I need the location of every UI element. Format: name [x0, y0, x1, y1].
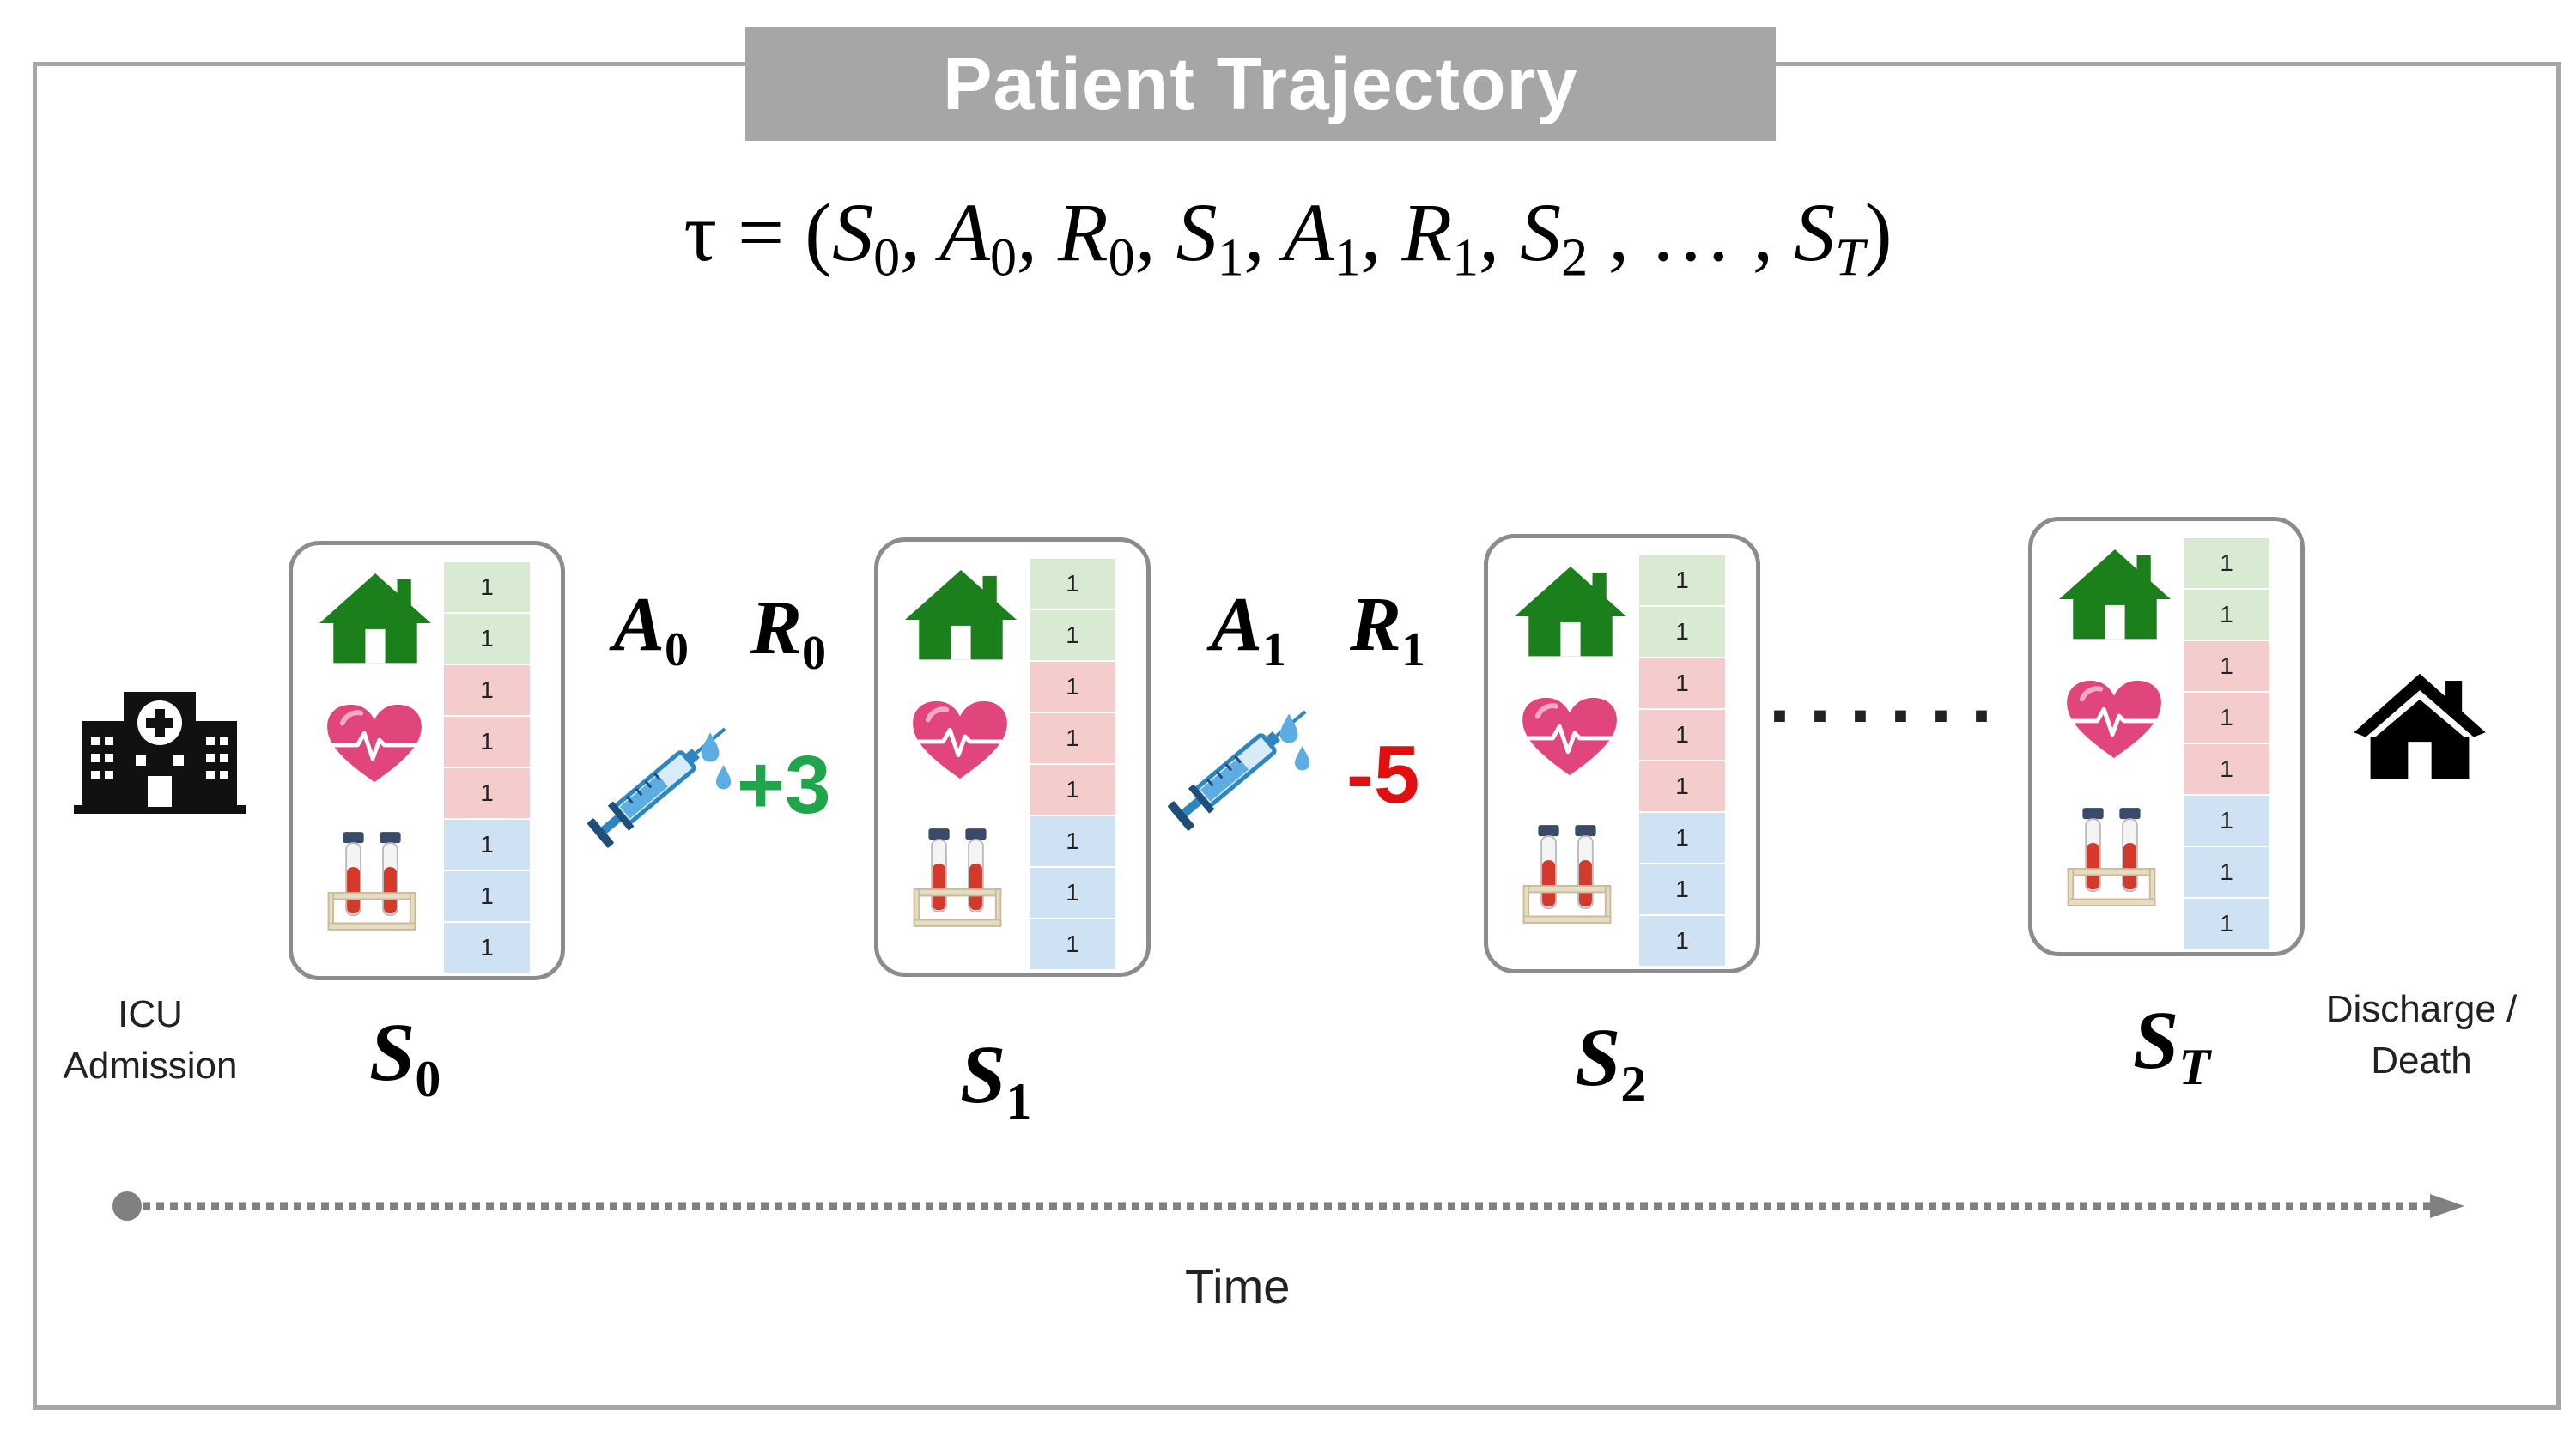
- heart-icon: [909, 698, 1011, 782]
- feature-cell: 1: [1639, 607, 1725, 657]
- state-label-st: ST: [2133, 994, 2211, 1096]
- feature-cell: 1: [444, 614, 530, 664]
- feature-cell: 1: [1030, 662, 1115, 712]
- feature-cell: 1: [1030, 713, 1115, 763]
- feature-cell: 1: [2184, 899, 2269, 949]
- reward-value-r0: +3: [737, 739, 831, 831]
- feature-cells: 1 1 1 1 1 1 1 1: [2184, 538, 2269, 950]
- feature-cell: 1: [1639, 813, 1725, 863]
- home-icon: [901, 564, 1021, 664]
- feature-cell: 1: [1030, 868, 1115, 918]
- time-axis-arrow: [112, 1191, 2464, 1221]
- test-tubes-icon: [1519, 822, 1615, 926]
- feature-cell: 1: [444, 717, 530, 767]
- test-tubes-icon: [324, 828, 420, 933]
- reward-label-r0: R0: [750, 585, 827, 680]
- reward-label-r1: R1: [1350, 582, 1426, 676]
- home-icon: [315, 567, 435, 667]
- state-card-s1: 1 1 1 1 1 1 1 1: [874, 537, 1151, 977]
- home-icon: [1510, 561, 1631, 660]
- feature-cell: 1: [2184, 744, 2269, 794]
- heart-icon: [324, 701, 425, 785]
- feature-cell: 1: [444, 562, 530, 612]
- feature-cell: 1: [1639, 658, 1725, 708]
- diagram-title: Patient Trajectory: [745, 27, 1776, 141]
- state-label-s0: S0: [369, 1006, 441, 1108]
- feature-cell: 1: [2184, 590, 2269, 640]
- feature-cell: 1: [2184, 538, 2269, 588]
- feature-cell: 1: [1639, 916, 1725, 966]
- time-axis-label: Time: [1185, 1259, 1291, 1313]
- house-icon: [2354, 673, 2486, 779]
- feature-cell: 1: [444, 768, 530, 818]
- feature-cell: 1: [444, 923, 530, 973]
- hospital-icon: [74, 692, 246, 814]
- feature-cells: 1 1 1 1 1 1 1 1: [1030, 559, 1115, 971]
- heart-icon: [1519, 694, 1620, 779]
- feature-cell: 1: [1030, 559, 1115, 609]
- feature-cell: 1: [2184, 693, 2269, 743]
- trajectory-formula: τ = (S0, A0, R0, S1, A1, R1, S2 , … , ST…: [683, 186, 1893, 288]
- feature-cell: 1: [2184, 796, 2269, 846]
- droplet-icon: [694, 728, 738, 802]
- test-tubes-icon: [2063, 804, 2160, 909]
- feature-cell: 1: [1639, 864, 1725, 914]
- feature-cell: 1: [444, 820, 530, 870]
- feature-cell: 1: [1030, 765, 1115, 815]
- feature-cell: 1: [2184, 641, 2269, 691]
- feature-cell: 1: [1639, 555, 1725, 605]
- feature-cell: 1: [444, 665, 530, 715]
- feature-cell: 1: [1030, 919, 1115, 969]
- state-label-s2: S2: [1575, 1011, 1647, 1113]
- feature-cell: 1: [444, 871, 530, 921]
- feature-cell: 1: [1030, 816, 1115, 866]
- discharge-death-label: Discharge / Death: [2325, 988, 2518, 1082]
- feature-cell: 1: [1639, 710, 1725, 760]
- feature-cells: 1 1 1 1 1 1 1 1: [1639, 555, 1725, 967]
- feature-cell: 1: [2184, 847, 2269, 897]
- state-card-st: 1 1 1 1 1 1 1 1: [2028, 517, 2305, 956]
- test-tubes-icon: [909, 825, 1005, 930]
- state-label-s1: S1: [960, 1028, 1032, 1131]
- action-label-a0: A0: [613, 582, 690, 676]
- action-label-a1: A1: [1211, 582, 1287, 676]
- state-card-s2: 1 1 1 1 1 1 1 1: [1484, 534, 1760, 973]
- feature-cell: 1: [1030, 610, 1115, 660]
- ellipsis-dots: ......: [1769, 653, 2012, 739]
- home-icon: [2055, 543, 2175, 643]
- reward-value-r1: -5: [1346, 729, 1420, 821]
- droplet-icon: [1273, 709, 1317, 783]
- heart-icon: [2063, 677, 2165, 761]
- state-card-s0: 1 1 1 1 1 1 1 1: [289, 541, 565, 980]
- feature-cells: 1 1 1 1 1 1 1 1: [444, 562, 530, 974]
- feature-cell: 1: [1639, 761, 1725, 811]
- icu-admission-label: ICU Admission: [63, 993, 238, 1087]
